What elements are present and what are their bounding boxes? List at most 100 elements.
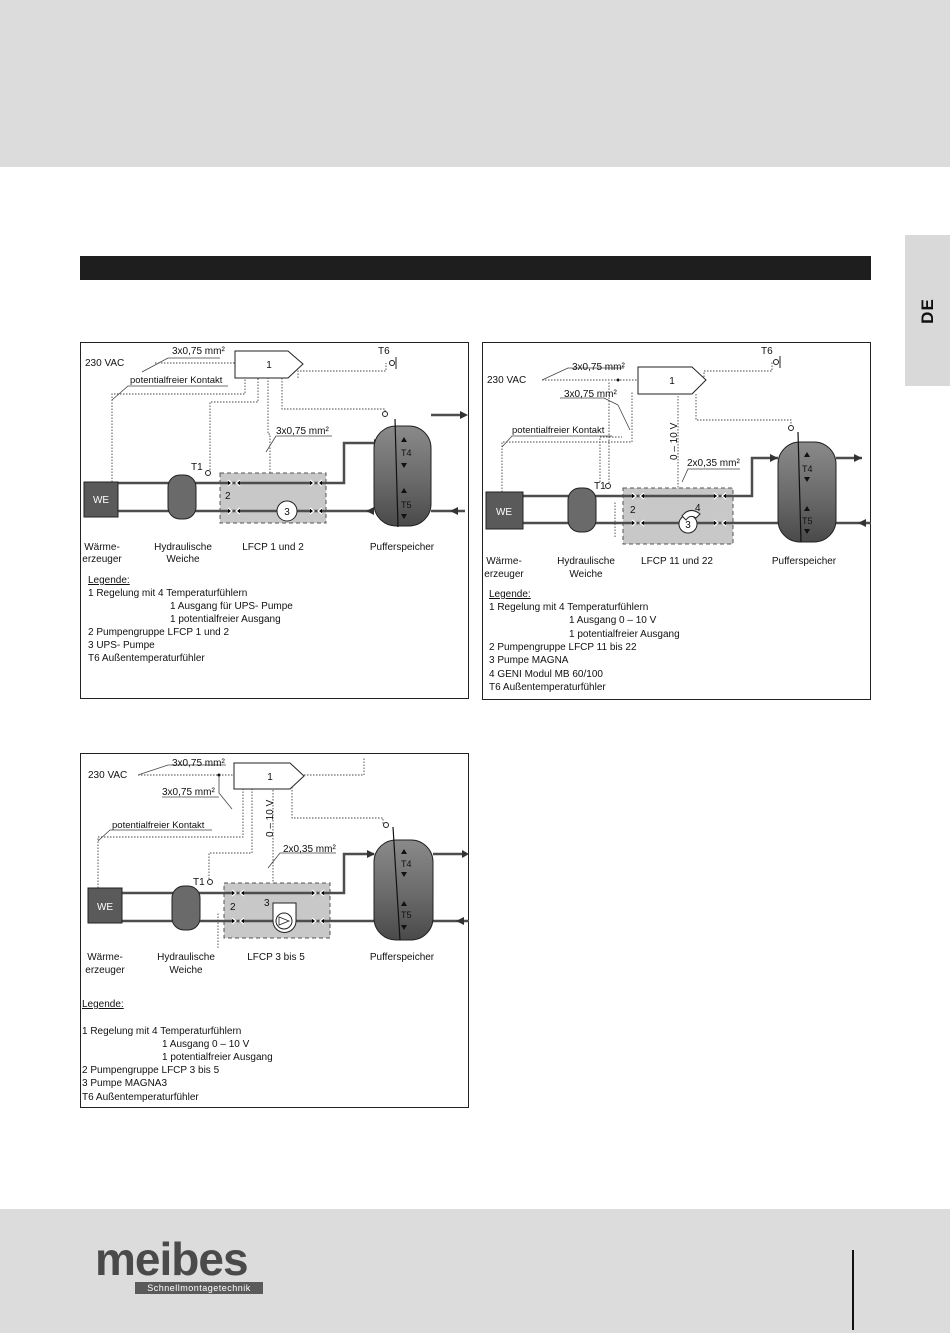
diagram-a-contact-label: potentialfreier Kontakt bbox=[130, 375, 223, 386]
diagram-c-hydraulic-separator bbox=[171, 885, 201, 931]
diagram-a-caption-group: LFCP 1 und 2 bbox=[242, 542, 304, 553]
diagram-c-caption-separator-1: Hydraulische bbox=[157, 952, 215, 963]
diagram-a-legend-item: 1 potentialfreier Ausgang bbox=[170, 614, 281, 625]
diagram-c-caption-tank: Pufferspeicher bbox=[370, 952, 435, 963]
diagram-b-controller bbox=[637, 366, 707, 395]
diagram-a-caption-generator-1: Wärme- bbox=[84, 542, 120, 553]
diagram-a-svg: 230 VAC 3x0,75 mm² potentialfreier Konta… bbox=[80, 342, 469, 699]
diagram-b-legend-item: 1 Regelung mit 4 Temperaturfühlern bbox=[489, 602, 648, 613]
diagram-a-valves bbox=[227, 479, 323, 515]
diagram-a-legend-item: 1 Regelung mit 4 Temperaturfühlern bbox=[88, 588, 247, 599]
diagram-c-legend-item: 1 Regelung mit 4 Temperaturfühlern bbox=[82, 1026, 241, 1037]
diagram-b-t5: T5 bbox=[802, 516, 813, 526]
diagram-c-controller bbox=[233, 762, 305, 790]
diagram-c-supply-label: 230 VAC bbox=[88, 770, 127, 781]
diagram-b-svg: 230 VAC 3x0,75 mm² 3x0,75 mm² potentialf… bbox=[482, 342, 871, 700]
diagram-a-legend-item: 2 Pumpengruppe LFCP 1 und 2 bbox=[88, 627, 229, 638]
diagram-b: 230 VAC 3x0,75 mm² 3x0,75 mm² potentialf… bbox=[482, 342, 871, 700]
diagram-b-pump-num: 3 bbox=[685, 520, 691, 531]
diagram-a-pump bbox=[276, 500, 298, 522]
diagram-a-legend-item: T6 Außentemperaturfühler bbox=[88, 653, 205, 664]
diagram-c-caption-generator-2: erzeuger bbox=[85, 965, 125, 976]
diagram-b-cable-signal: 2x0,35 mm² bbox=[687, 458, 740, 469]
diagram-b-supply-label: 230 VAC bbox=[487, 375, 526, 386]
diagram-a-group-num: 2 bbox=[225, 491, 231, 502]
diagram-a-legend-item: 1 Ausgang für UPS- Pumpe bbox=[170, 601, 293, 612]
diagram-a-caption-generator-2: erzeuger bbox=[82, 554, 122, 565]
diagram-b-geni-module bbox=[681, 510, 701, 521]
diagram-b-legend-item: T6 Außentemperaturfühler bbox=[489, 682, 606, 693]
diagram-c: 230 VAC 3x0,75 mm² 3x0,75 mm² potentialf… bbox=[80, 753, 469, 1108]
diagram-a-caption-tank: Pufferspeicher bbox=[370, 542, 435, 553]
diagram-b-buffer-tank bbox=[777, 441, 837, 543]
diagram-a-controller bbox=[234, 350, 304, 379]
diagram-c-caption-separator-2: Weiche bbox=[169, 965, 203, 976]
diagram-a-leaders bbox=[111, 357, 332, 453]
diagram-c-controller-num: 1 bbox=[267, 772, 273, 783]
diagram-b-valves bbox=[631, 492, 727, 527]
diagram-a-t4: T4 bbox=[401, 448, 412, 458]
diagram-a-heat-generator bbox=[83, 481, 119, 518]
diagram-b-hydraulic-separator bbox=[567, 487, 597, 533]
brand-logo: meibes Schnellmontagetechnik bbox=[95, 1236, 265, 1296]
diagram-b-legend-item: 4 GENI Modul MB 60/100 bbox=[489, 669, 603, 680]
diagram-a-caption-separator-1: Hydraulische bbox=[154, 542, 212, 553]
diagram-c-we: WE bbox=[97, 902, 113, 913]
diagram-b-caption-group: LFCP 11 und 22 bbox=[641, 556, 713, 567]
diagram-a-t5: T5 bbox=[401, 500, 412, 510]
diagram-c-cable-contact: 3x0,75 mm² bbox=[162, 787, 215, 798]
brand-logo-wordmark: meibes bbox=[95, 1233, 249, 1285]
diagram-a-caption-separator-2: Weiche bbox=[166, 554, 200, 565]
diagram-c-buffer-tank bbox=[373, 839, 434, 941]
language-tab[interactable]: DE bbox=[905, 235, 950, 386]
diagram-a-legend-title: Legende: bbox=[88, 575, 130, 586]
diagram-b-legend-title: Legende: bbox=[489, 589, 531, 600]
diagram-b-group-num: 2 bbox=[630, 505, 636, 516]
diagram-b-t1: T1 bbox=[594, 481, 606, 492]
diagram-c-signal-label: 0 – 10 V bbox=[265, 799, 276, 837]
diagram-b-module-num: 4 bbox=[695, 503, 701, 514]
diagram-c-legend-item: T6 Außentemperaturfühler bbox=[82, 1092, 199, 1103]
diagram-b-caption-separator-2: Weiche bbox=[569, 569, 603, 580]
diagram-c-group-num: 2 bbox=[230, 902, 236, 913]
diagram-b-caption-generator-1: Wärme- bbox=[486, 556, 522, 567]
diagram-c-valves bbox=[231, 889, 325, 925]
diagram-b-heat-generator bbox=[485, 491, 524, 530]
diagram-b-we: WE bbox=[496, 507, 512, 518]
diagram-b-caption-tank: Pufferspeicher bbox=[772, 556, 837, 567]
diagram-b-t4: T4 bbox=[802, 464, 813, 474]
header-band bbox=[0, 0, 950, 167]
diagram-a-pump-num: 3 bbox=[284, 507, 290, 518]
diagram-c-caption-group: LFCP 3 bis 5 bbox=[247, 952, 305, 963]
diagram-b-caption-generator-2: erzeuger bbox=[484, 569, 524, 580]
brand-logo-tagline: Schnellmontagetechnik bbox=[135, 1282, 263, 1294]
diagram-c-t5: T5 bbox=[401, 910, 412, 920]
diagram-a-buffer-tank bbox=[373, 425, 432, 527]
diagram-c-heat-generator bbox=[87, 887, 123, 924]
language-tab-label: DE bbox=[917, 297, 937, 324]
diagram-c-wiring bbox=[97, 757, 384, 948]
diagram-c-caption-generator-1: Wärme- bbox=[87, 952, 123, 963]
diagram-a-cable-power: 3x0,75 mm² bbox=[172, 346, 225, 357]
diagram-b-legend-item: 1 potentialfreier Ausgang bbox=[569, 629, 680, 640]
diagram-c-t4: T4 bbox=[401, 859, 412, 869]
diagram-b-cable-contact: 3x0,75 mm² bbox=[564, 389, 617, 400]
diagram-b-legend-item: 2 Pumpengruppe LFCP 11 bis 22 bbox=[489, 642, 637, 653]
diagram-b-cable-power: 3x0,75 mm² bbox=[572, 362, 625, 373]
section-title-bar bbox=[80, 256, 871, 280]
diagram-c-legend-item: 1 Ausgang 0 – 10 V bbox=[162, 1039, 250, 1050]
diagram-a-cable-contact: 3x0,75 mm² bbox=[276, 426, 329, 437]
footer-divider bbox=[852, 1250, 854, 1330]
diagram-a: 230 VAC 3x0,75 mm² potentialfreier Konta… bbox=[80, 342, 469, 699]
diagram-c-pump-num: 3 bbox=[264, 898, 270, 909]
diagram-a-t6: T6 bbox=[378, 346, 390, 357]
diagram-a-t1: T1 bbox=[191, 462, 203, 473]
diagram-a-legend-item: 3 UPS- Pumpe bbox=[88, 640, 155, 651]
diagram-c-cable-signal: 2x0,35 mm² bbox=[283, 844, 336, 855]
diagram-c-contact-label: potentialfreier Kontakt bbox=[112, 820, 205, 831]
diagram-c-legend-item: 2 Pumpengruppe LFCP 3 bis 5 bbox=[82, 1065, 220, 1076]
diagram-b-caption-separator-1: Hydraulische bbox=[557, 556, 615, 567]
diagram-b-leaders bbox=[501, 367, 740, 483]
diagram-c-legend-title: Legende: bbox=[82, 999, 124, 1010]
diagram-a-supply-label: 230 VAC bbox=[85, 358, 124, 369]
